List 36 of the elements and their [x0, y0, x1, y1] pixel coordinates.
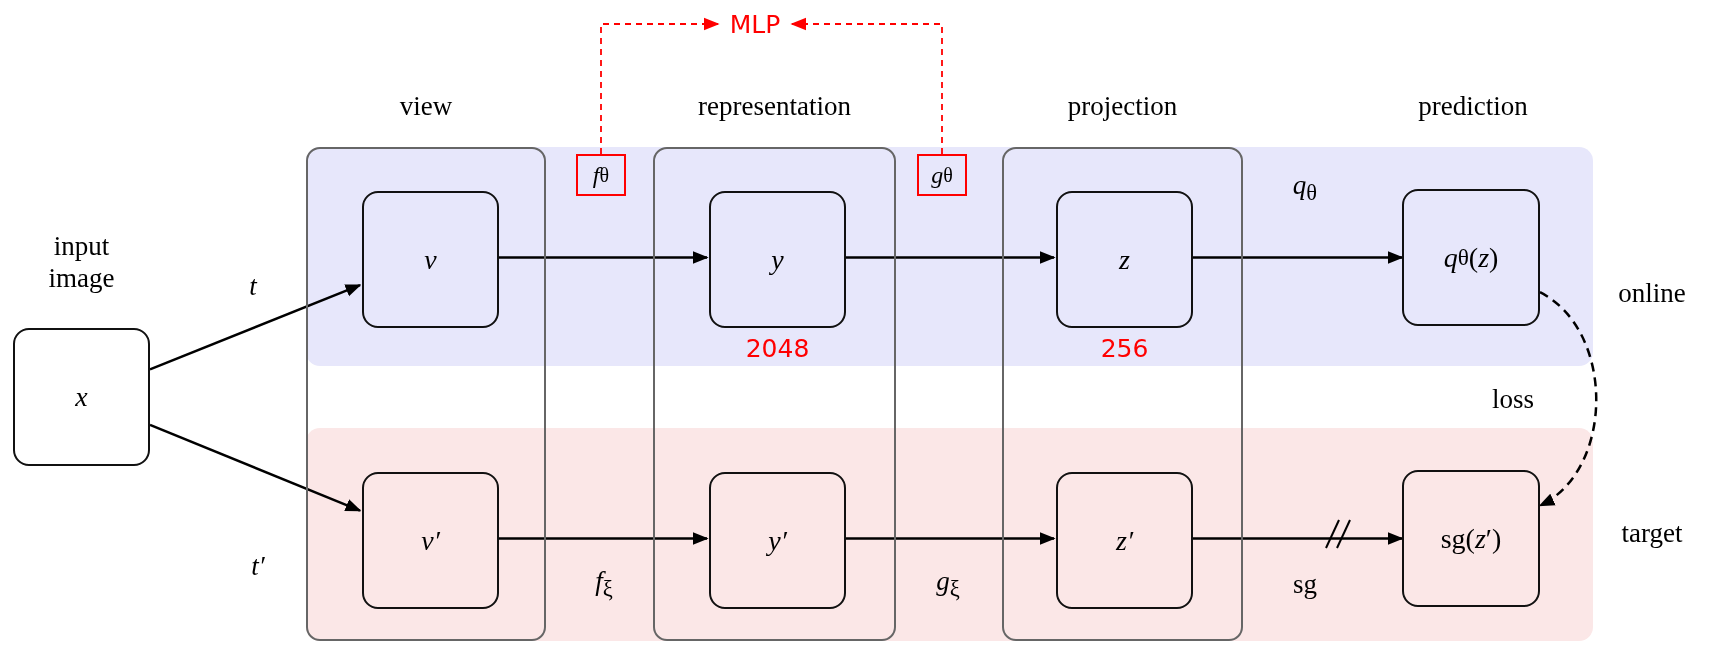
- math-label: x: [75, 381, 88, 413]
- arrow: [497, 532, 709, 545]
- dashed-arrow: [1538, 291, 1598, 507]
- state-box: v′: [362, 472, 499, 609]
- edge-label: sg: [1293, 568, 1317, 600]
- input-caption: input image: [47, 230, 116, 295]
- state-box: v: [362, 191, 499, 328]
- edge-label: g$_{ξ}$: [936, 565, 960, 603]
- arrow: [1191, 251, 1404, 264]
- edge-label: t: [249, 270, 257, 302]
- arrow: [497, 251, 709, 264]
- column-heading: projection: [1066, 91, 1179, 122]
- dimension-number: 2048: [744, 334, 811, 363]
- arrow: [149, 283, 362, 371]
- arrow: [149, 423, 362, 512]
- column-heading: view: [398, 91, 454, 122]
- dimension-number: 256: [1099, 334, 1150, 363]
- mlp-label: MLP: [724, 6, 786, 42]
- column-heading: representation: [697, 91, 852, 122]
- state-box: z′: [1056, 472, 1193, 609]
- state-box: y′: [709, 472, 846, 609]
- dashed-arrow: [600, 17, 720, 155]
- dashed-arrow: [790, 17, 943, 155]
- math-label: y: [771, 243, 784, 276]
- edge-label: t′: [251, 550, 265, 582]
- row-label: online: [1618, 277, 1686, 309]
- arrow: [844, 251, 1056, 264]
- column-heading: prediction: [1418, 90, 1528, 122]
- edge-label: f$_{ξ}$: [595, 565, 613, 603]
- edge-label: loss: [1492, 383, 1534, 415]
- row-label: target: [1621, 517, 1683, 549]
- arrow: [844, 532, 1056, 545]
- math-label: z: [1119, 243, 1130, 276]
- arrow: [1191, 532, 1404, 545]
- state-box: sg(z′): [1402, 470, 1540, 607]
- edge-label: q$_{θ}$: [1292, 169, 1318, 207]
